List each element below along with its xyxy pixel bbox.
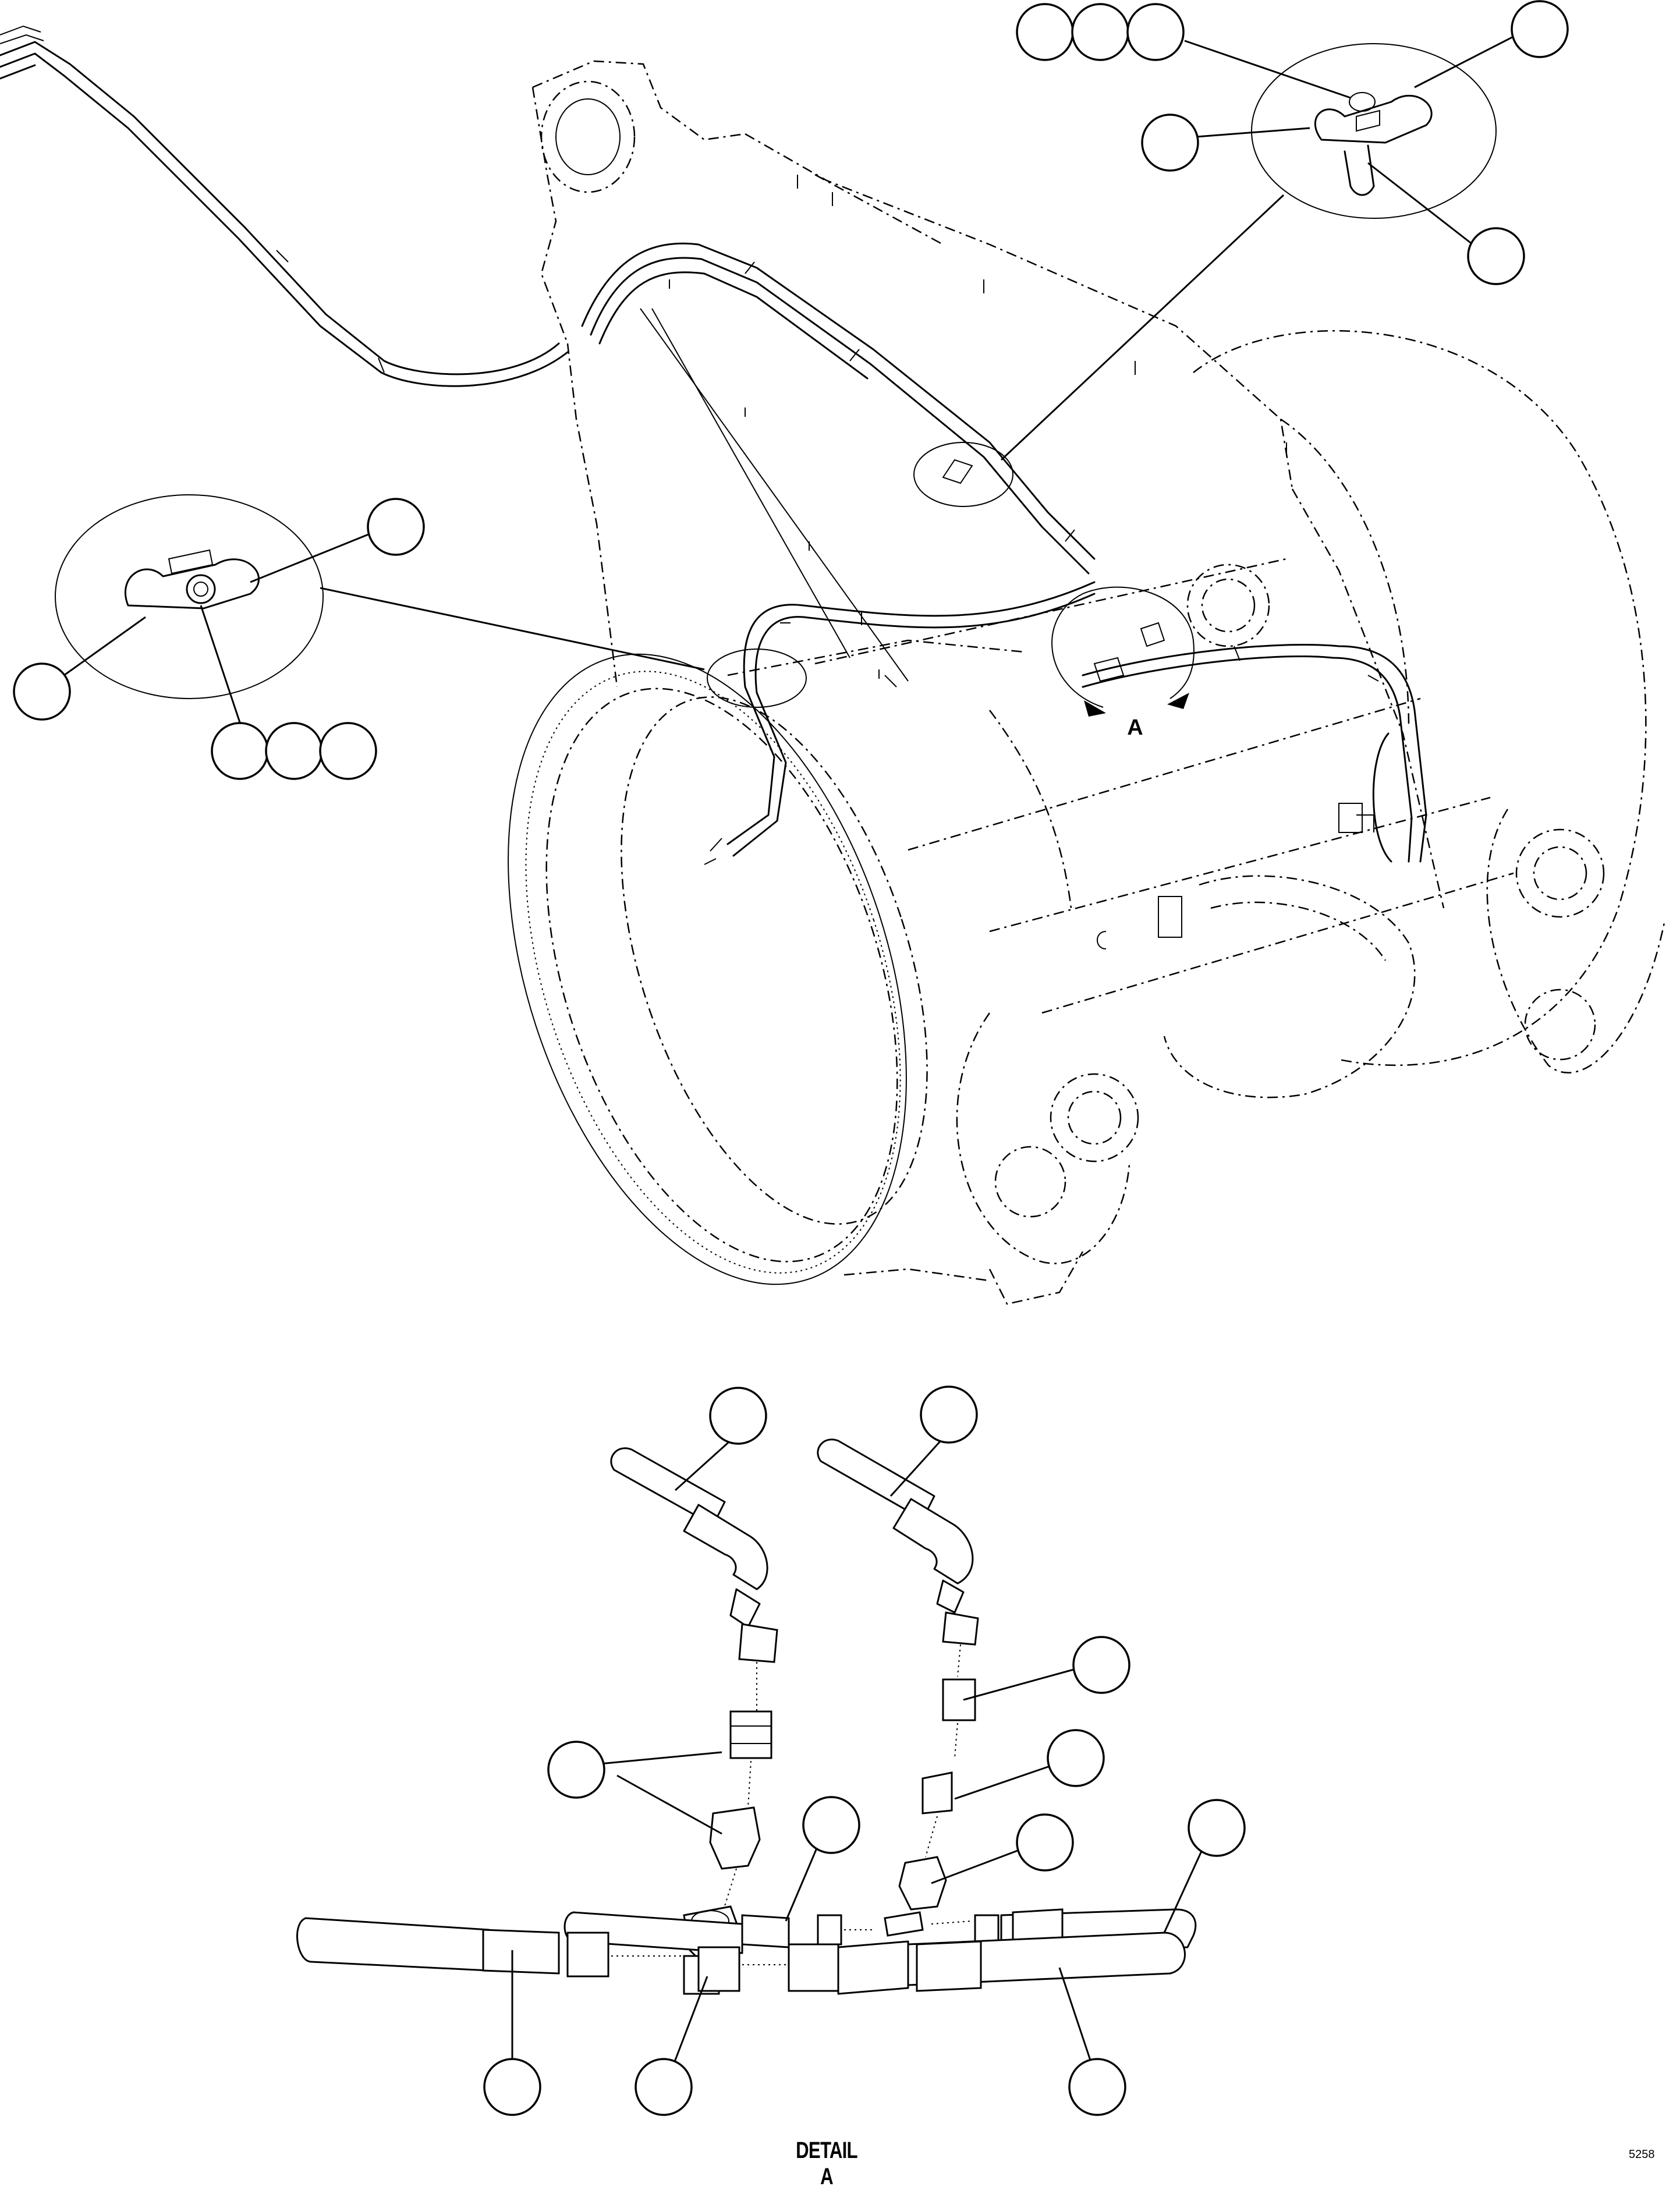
balloon-callout: [709, 1387, 767, 1445]
balloon-callout: [319, 722, 377, 780]
balloon-callout: [13, 662, 71, 721]
hose-lower-left: [296, 1917, 490, 1972]
balloon-callout: [547, 1741, 605, 1799]
balloon-callout: [265, 722, 323, 780]
clamp-location-ring-left: [707, 649, 807, 708]
detail-caption: DETAIL A: [796, 2138, 857, 2189]
hose-end-nut: [738, 1623, 778, 1663]
detail-a-arrow-left-icon: [1084, 700, 1106, 717]
hose-upper-left: [610, 1447, 726, 1526]
tube-clamp-detail-left: [55, 494, 807, 708]
detail-a-view: [296, 1438, 1197, 1995]
balloon-callout: [1016, 3, 1074, 61]
hose-upper-right: [817, 1438, 935, 1521]
balloon-callout: [635, 2058, 693, 2116]
adapter-fitting: [729, 1710, 772, 1759]
hose-end-nut: [566, 1932, 609, 1978]
housing-outline: [508, 60, 1666, 1305]
connector-fitting: [709, 1806, 761, 1870]
detail-a-arrow-right-icon: [1167, 693, 1189, 709]
balloon-callout: [1511, 0, 1569, 58]
balloons-upper: [13, 0, 1569, 780]
balloon-callout: [483, 2058, 541, 2116]
clamp-location-ring-top: [913, 442, 1013, 507]
balloon-callout: [211, 722, 269, 780]
clamp-detail-ring-left: [55, 494, 324, 699]
balloon-callout: [1072, 1636, 1130, 1694]
balloon-callout: [1467, 227, 1525, 285]
balloon-callout: [1188, 1799, 1246, 1857]
drawing-code: 5258: [1629, 2148, 1655, 2161]
detail-a-label: A: [1127, 715, 1143, 740]
balloon-callout: [1068, 2058, 1126, 2116]
balloon-callout: [1047, 1729, 1105, 1787]
balloon-callout: [1141, 114, 1199, 172]
balloons-detail-a: [483, 1385, 1246, 2116]
balloon-callout: [1016, 1813, 1074, 1872]
adapter-fitting: [942, 1678, 976, 1721]
balloon-callout: [920, 1385, 978, 1444]
balloon-callout: [367, 498, 425, 556]
tee-fitting: [898, 1856, 947, 1911]
hydraulic-tube-routing: [0, 25, 1427, 865]
tube-clamp-detail-top: [913, 43, 1497, 507]
balloon-callout: [1126, 3, 1185, 61]
balloon-callout: [1071, 3, 1129, 61]
detail-a-marker: A: [1051, 586, 1195, 740]
clamp-detail-ring-top: [1251, 43, 1497, 219]
balloon-callout: [802, 1796, 860, 1854]
